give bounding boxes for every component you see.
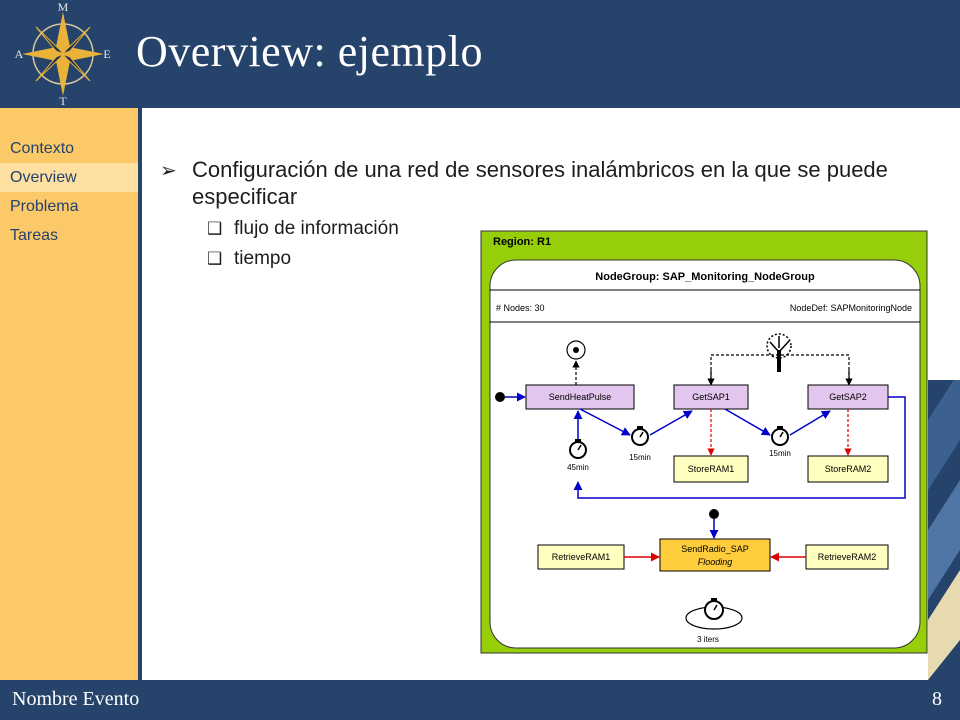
flow-heat-to-timer1 (579, 408, 631, 436)
initial-state-icon (495, 392, 505, 402)
sidebar-nav: Contexto Overview Problema Tareas (0, 134, 138, 250)
final-state-dot (573, 347, 579, 353)
node-store-ram2-label: StoreRAM2 (825, 464, 872, 474)
page-number: 8 (932, 688, 942, 710)
stopwatch-icon (631, 426, 649, 446)
sidebar-item-problema[interactable]: Problema (10, 198, 79, 215)
node-send-heat-pulse-label: SendHeatPulse (549, 392, 612, 402)
main-bullet-text: Configuración de una red de sensores ina… (192, 157, 888, 209)
sub-bullet-text: tiempo (234, 248, 292, 269)
footer-bar: Nombre Evento 8 (0, 680, 960, 720)
timer1-label: 15min (629, 453, 651, 462)
slide-title: Overview: ejemplo (136, 27, 483, 76)
sub-bullet-list: ❑ flujo de información ❑ tiempo (160, 214, 920, 274)
tree-icon (766, 333, 792, 372)
sidebar-item-contexto[interactable]: Contexto (10, 140, 75, 157)
sidebar (0, 108, 142, 680)
node-store-ram2 (807, 455, 889, 483)
footer-event-name: Nombre Evento (12, 688, 140, 710)
stopwatch-icon (569, 439, 587, 459)
node-send-radio-label: SendRadio_SAP (681, 544, 749, 554)
decorative-stripes (928, 380, 960, 680)
main-bullet: ➢ Configuración de una red de sensores i… (160, 156, 920, 210)
nodegroup-label: NodeGroup: SAP_Monitoring_NodeGroup (595, 271, 815, 283)
node-store-ram1 (673, 455, 749, 483)
flow-get-sap2-loop (573, 396, 906, 499)
flow-timer1-to-get-sap1 (649, 410, 693, 436)
node-retrieve-ram2 (805, 544, 889, 570)
node-retrieve-ram1 (537, 544, 625, 570)
stopwatch-icon (771, 426, 789, 446)
sensor-network-diagram: Region: R1 NodeGroup: SAP_Monitoring_Nod… (480, 230, 928, 654)
node-get-sap1-label: GetSAP1 (692, 392, 730, 402)
sub-bullet: ❑ tiempo (160, 244, 920, 274)
node-get-sap1 (673, 384, 749, 410)
compass-west-letter: A (15, 47, 24, 61)
node-get-sap2 (807, 384, 889, 410)
region-label: Region: R1 (493, 236, 551, 248)
nodegroup-box (489, 259, 921, 649)
compass-north-letter: M (58, 0, 69, 14)
compass-rose-icon: M A E T (15, 0, 111, 108)
node-retrieve-ram2-label: RetrieveRAM2 (818, 552, 877, 562)
initial-state-icon (709, 509, 719, 519)
header-bar: M A E T Overview: ejemplo (0, 0, 960, 108)
node-get-sap2-label: GetSAP2 (829, 392, 867, 402)
square-bullet-icon: ❑ (207, 249, 223, 268)
nodedef-label: NodeDef: SAPMonitoringNode (790, 303, 912, 313)
slide-content: ➢ Configuración de una red de sensores i… (160, 156, 920, 274)
node-retrieve-ram1-label: RetrieveRAM1 (552, 552, 611, 562)
arrow-bullet-icon: ➢ (160, 160, 177, 182)
timer2-label: 15min (769, 449, 791, 458)
node-store-ram1-label: StoreRAM1 (688, 464, 735, 474)
timer3-label: 45min (567, 463, 589, 472)
sub-bullet-text: flujo de información (234, 218, 399, 239)
flow-timer2-to-get-sap2 (789, 410, 831, 436)
timer4-label: 3 iters (697, 635, 719, 644)
node-send-heat-pulse (525, 384, 635, 410)
node-send-radio-sap (659, 538, 771, 572)
node-send-radio-sublabel: Flooding (698, 557, 733, 567)
sidebar-item-overview[interactable]: Overview (0, 163, 138, 192)
stopwatch-icon (704, 598, 724, 620)
compass-east-letter: E (103, 47, 110, 61)
flow-get-sap1-to-timer2 (724, 408, 771, 436)
nodes-count-label: # Nodes: 30 (496, 303, 545, 313)
square-bullet-icon: ❑ (207, 219, 223, 238)
sidebar-item-tareas[interactable]: Tareas (10, 227, 59, 244)
sub-bullet: ❑ flujo de información (160, 214, 920, 244)
compass-south-letter: T (59, 94, 67, 108)
